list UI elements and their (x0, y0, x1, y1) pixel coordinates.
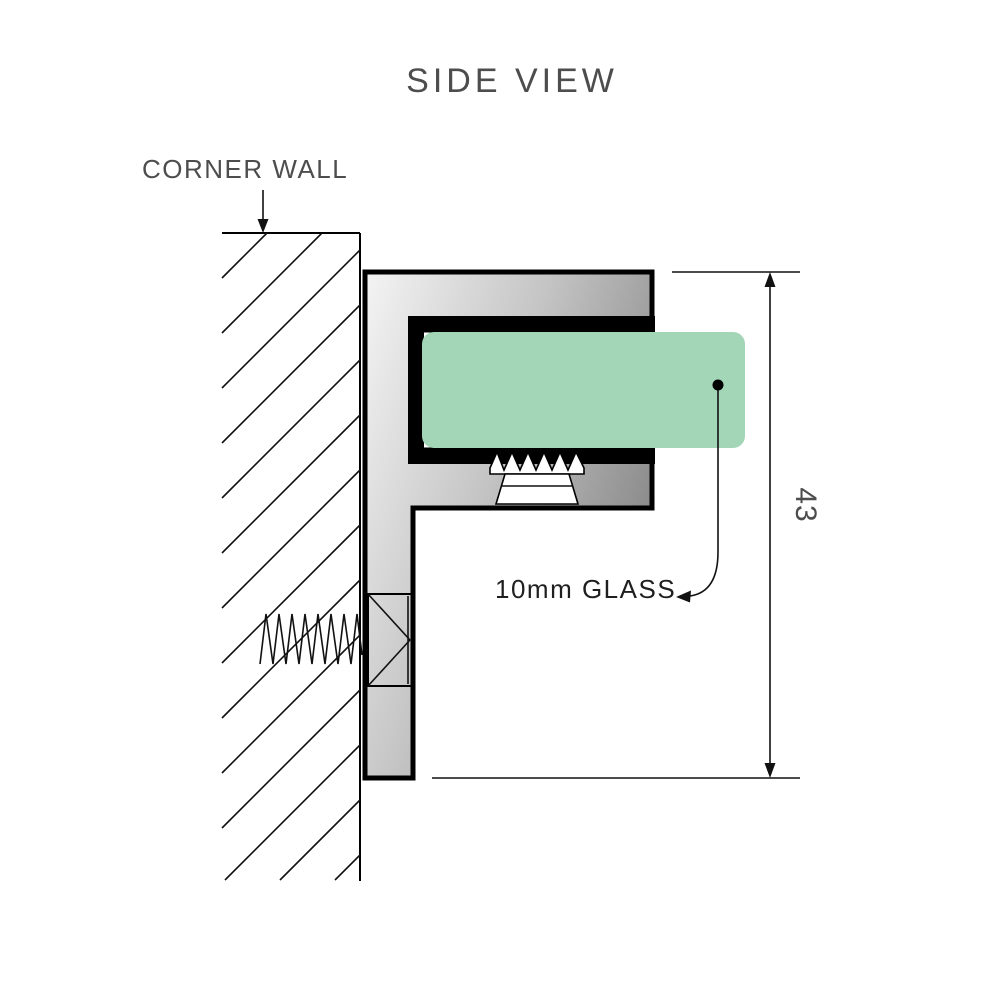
glass-leader-line (676, 379, 724, 603)
glass-panel (422, 332, 745, 448)
mounting-screw (259, 593, 413, 687)
dimension-arrow-down (764, 763, 776, 778)
screw-thread (259, 613, 363, 665)
set-screw-body (494, 473, 580, 505)
leader-dot (712, 379, 724, 391)
bracket (362, 269, 655, 781)
dimension-line: 43 (432, 271, 822, 779)
drawing-title: SIDE VIEW (406, 62, 618, 100)
wall-section (221, 232, 361, 881)
screw-head (367, 593, 413, 687)
set-screw-washer (489, 449, 585, 475)
dimension-arrow-up (764, 272, 776, 287)
glass-label: 10mm GLASS (495, 574, 676, 604)
leader-arrowhead (676, 590, 691, 603)
corner-wall-arrow (257, 190, 269, 233)
dimension-label: 43 (789, 487, 822, 522)
set-screw (489, 449, 585, 505)
wall-hatch-pattern (221, 232, 361, 881)
bracket-slot-lining (408, 316, 655, 464)
corner-wall-label: CORNER WALL (142, 154, 348, 184)
